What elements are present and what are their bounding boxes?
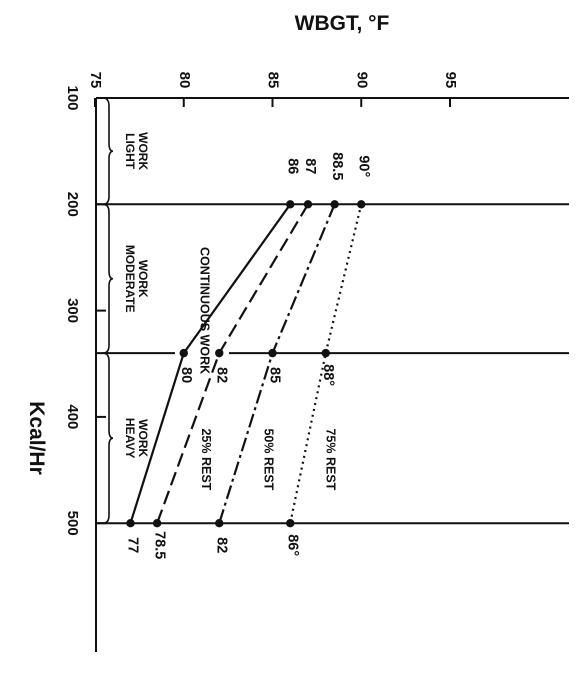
series-name-label: 75% REST [323,428,337,490]
series-labels: 86 80 77 87 82 78.5 88.5 85 82 90° 88° 86° 25% REST 5… [125,152,372,559]
y-axis-title: WBGT, °F [295,12,390,35]
data-label: 86 [284,158,300,174]
zone-brace [102,352,114,524]
kcal-tick-label: 400 [64,404,81,429]
series-name-label: 50% REST [261,428,275,490]
data-point [152,519,162,528]
data-point [286,200,295,209]
plot-frame [95,97,569,652]
kcal-tick-label: 300 [64,298,81,323]
data-label: 85 [267,367,283,383]
data-label: 82 [213,537,229,553]
wbgt-tick-label: 80 [176,72,193,89]
zone-label: WORK [136,132,150,170]
data-label: 88.5 [329,152,345,180]
wbgt-tick-label: 75 [87,72,104,89]
data-point [303,200,313,209]
zone-brace [102,97,114,206]
data-label: 77 [125,537,141,553]
zone-label: HEAVY [123,418,137,458]
data-point [126,519,135,528]
data-label: 82 [213,367,229,383]
kcal-tick-label: 500 [64,511,81,536]
data-point [268,348,277,358]
zone-label: MODERATE [123,245,137,313]
data-point [179,348,188,358]
kcal-tick-label: 200 [64,192,81,217]
data-label: 78.5 [151,531,167,559]
data-point [321,348,330,358]
zone-label: LIGHT [123,133,137,170]
zone-label: WORK [136,260,150,298]
data-label: 87 [302,158,318,174]
data-point [357,200,366,209]
data-point [330,200,339,209]
data-point [286,519,295,528]
data-label: 80 [178,367,194,383]
continuous-work-label: CONTINUOUS WORK [198,247,212,374]
series-line [218,203,336,524]
data-label: 86° [284,534,300,556]
wbgt-tick-label: 90 [353,72,370,89]
wbgt-tick-label: 95 [442,72,459,89]
zone-label: WORK [136,419,150,457]
data-point [215,519,224,528]
data-point [215,348,224,358]
axis-ticks: 75 80 85 90 95 100 200 300 400 500 [64,72,459,536]
series-name-label: 25% REST [199,428,213,490]
wbgt-tick-label: 85 [265,72,282,89]
kcal-tick-label: 100 [64,85,81,110]
x-axis-title: Kcal/Hr [25,401,48,475]
data-label: 90° [355,155,371,177]
series-lines [126,200,366,528]
data-label: 88° [320,364,336,386]
zone-brace [102,203,114,354]
